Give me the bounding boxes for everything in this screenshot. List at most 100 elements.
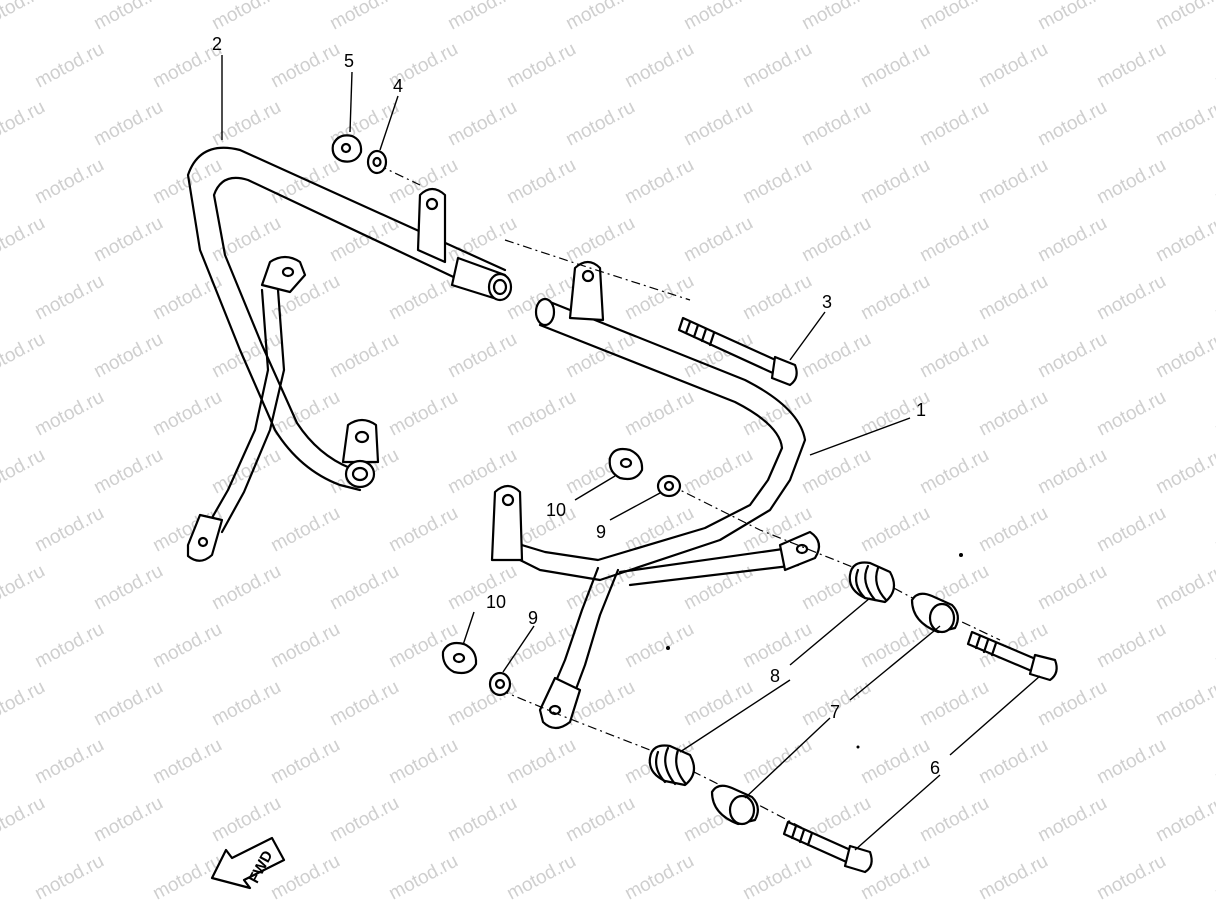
watermark-text: motod.ru — [90, 561, 166, 615]
watermark-text: motod.ru — [916, 445, 992, 499]
watermark-text: motod.ru — [680, 213, 756, 267]
watermark-text: motod.ru — [326, 0, 402, 34]
watermark-text: motod.ru — [621, 851, 697, 905]
part-3-bolt — [677, 316, 798, 387]
watermark-text: motod.ru — [1152, 793, 1216, 847]
watermark-text: motod.ru — [975, 39, 1051, 93]
watermark-text: motod.ru — [267, 39, 343, 93]
watermark-text: motod.ru — [1093, 619, 1169, 673]
callout-10-upper: 10 — [546, 500, 566, 520]
watermark-text: motod.ru — [31, 271, 107, 325]
watermark-text: motod.ru — [0, 329, 49, 383]
watermark-text: motod.ru — [31, 387, 107, 441]
watermark-text: motod.ru — [975, 851, 1051, 905]
part-4-washer — [366, 149, 388, 175]
watermark-text: motod.ru — [1034, 561, 1110, 615]
watermark-text: motod.ru — [798, 329, 874, 383]
watermark-text: motod.ru — [503, 619, 579, 673]
watermark-text: motod.ru — [1211, 851, 1216, 905]
watermark-text: motod.ru — [149, 619, 225, 673]
part-8-damper-lower — [648, 744, 696, 787]
watermark-text: motod.ru — [857, 735, 933, 789]
watermark-text: motod.ru — [916, 677, 992, 731]
watermark-text: motod.ru — [1211, 619, 1216, 673]
watermark-text: motod.ru — [1152, 677, 1216, 731]
watermark-text: motod.ru — [1093, 387, 1169, 441]
watermark-text: motod.ru — [0, 793, 49, 847]
watermark-text: motod.ru — [1034, 445, 1110, 499]
watermark-text: motod.ru — [326, 677, 402, 731]
watermark-text: motod.ru — [90, 0, 166, 34]
watermark-text: motod.ru — [0, 97, 49, 151]
watermark-text: motod.ru — [621, 155, 697, 209]
watermark-text: motod.ru — [31, 503, 107, 557]
watermark-text: motod.ru — [739, 619, 815, 673]
watermark-text: motod.ru — [90, 445, 166, 499]
watermark-text: motod.ru — [0, 445, 49, 499]
watermark-text: motod.ru — [326, 329, 402, 383]
watermark-text: motod.ru — [975, 387, 1051, 441]
watermark-text: motod.ru — [208, 97, 284, 151]
watermark-text: motod.ru — [1211, 387, 1216, 441]
watermark-text: motod.ru — [1093, 155, 1169, 209]
watermark-text: motod.ru — [680, 677, 756, 731]
watermark-text: motod.ru — [385, 387, 461, 441]
watermark-text: motod.ru — [208, 0, 284, 34]
watermark-text: motod.ru — [149, 735, 225, 789]
part-9-washer-upper — [656, 474, 682, 498]
watermark-text: motod.ru — [503, 155, 579, 209]
watermark-text: motod.ru — [916, 329, 992, 383]
watermark-text: motod.ru — [326, 793, 402, 847]
watermark-text: motod.ru — [444, 329, 520, 383]
watermark-text: motod.ru — [798, 0, 874, 34]
watermark-text: motod.ru — [31, 619, 107, 673]
watermark-text: motod.ru — [267, 619, 343, 673]
watermark-text: motod.ru — [267, 735, 343, 789]
watermark-text: motod.ru — [90, 97, 166, 151]
watermark-text: motod.ru — [739, 271, 815, 325]
part-10-nut-lower — [441, 641, 478, 675]
watermark-text: motod.ru — [0, 561, 49, 615]
watermark-text: motod.ru — [739, 851, 815, 905]
watermark-text: motod.ru — [621, 387, 697, 441]
watermark-text: motod.ru — [385, 735, 461, 789]
watermark-text: motod.ru — [739, 155, 815, 209]
leader-lines — [221, 55, 1041, 851]
watermark-text: motod.ru — [621, 503, 697, 557]
callout-1: 1 — [916, 400, 926, 420]
watermark-text: motod.ru — [267, 503, 343, 557]
watermark-text: motod.ru — [680, 445, 756, 499]
watermark-text: motod.ru — [208, 329, 284, 383]
watermark-text: motod.ru — [857, 39, 933, 93]
watermark-text: motod.ru — [621, 271, 697, 325]
callout-4: 4 — [393, 76, 403, 96]
watermark-text: motod.ru — [562, 561, 638, 615]
watermark-text: motod.ru — [798, 97, 874, 151]
watermark-text: motod.ru — [1034, 213, 1110, 267]
watermark-text: motod.ru — [916, 793, 992, 847]
watermark-text: motod.ru — [503, 735, 579, 789]
watermark-text: motod.ru — [149, 271, 225, 325]
callout-2: 2 — [212, 34, 222, 54]
callout-labels: 2 5 4 3 1 10 9 10 9 8 7 6 — [212, 34, 940, 778]
watermark-text: motod.ru — [1152, 213, 1216, 267]
watermark-text: motod.ru — [208, 677, 284, 731]
part-7-collar-upper — [910, 592, 959, 634]
watermark-text: motod.ru — [503, 39, 579, 93]
watermark-text: motod.ru — [798, 213, 874, 267]
watermark-text: motod.ru — [1152, 561, 1216, 615]
callout-6: 6 — [930, 758, 940, 778]
watermark-text: motod.ru — [444, 0, 520, 34]
callout-9-upper: 9 — [596, 522, 606, 542]
watermark-text: motod.ru — [90, 677, 166, 731]
watermark-text: motod.ru — [90, 329, 166, 383]
watermark-text: motod.ru — [1152, 329, 1216, 383]
part-8-damper-upper — [848, 561, 896, 604]
fwd-arrow-icon: FWD — [210, 836, 286, 890]
watermark-text: motod.ru — [208, 445, 284, 499]
watermark-text: motod.ru — [680, 97, 756, 151]
part-1-right-guard — [490, 260, 821, 730]
callout-7: 7 — [830, 702, 840, 722]
